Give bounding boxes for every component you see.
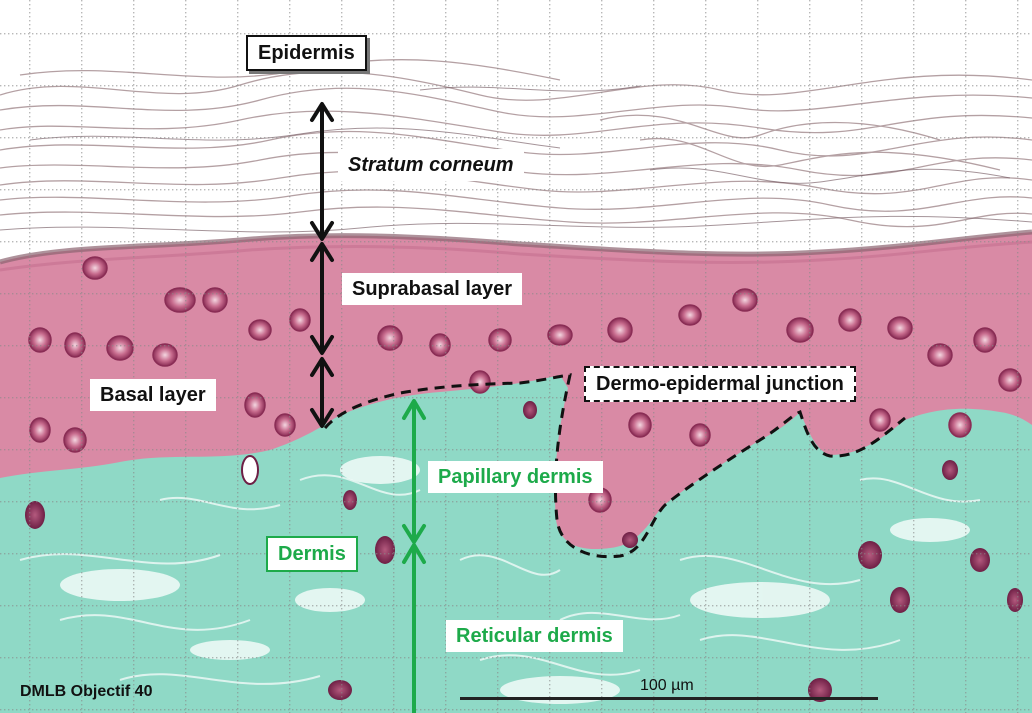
stratum-corneum-label: Stratum corneum [338, 149, 524, 181]
suprabasal-layer-label: Suprabasal layer [342, 273, 522, 305]
papillary-dermis-label: Papillary dermis [428, 461, 603, 493]
dermo-epidermal-junction-label: Dermo-epidermal junction [584, 366, 856, 402]
basal-layer-label: Basal layer [90, 379, 216, 411]
microscope-caption: DMLB Objectif 40 [20, 683, 152, 701]
scale-bar [460, 697, 878, 700]
scale-bar-label: 100 µm [640, 677, 694, 695]
reticular-dermis-label: Reticular dermis [446, 620, 623, 652]
dermis-label: Dermis [266, 536, 358, 572]
epidermis-label: Epidermis [246, 35, 367, 71]
